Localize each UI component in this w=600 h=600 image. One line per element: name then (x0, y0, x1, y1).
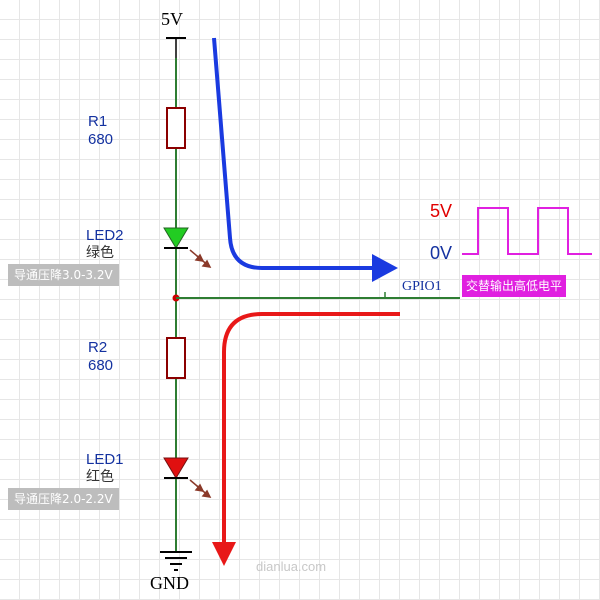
led2-color-name: 绿色 (86, 245, 114, 261)
r1-value: 680 (88, 131, 114, 148)
gnd-label: GND (150, 573, 189, 593)
r1-ref: R1 (88, 113, 108, 130)
r2-ref: R2 (88, 339, 108, 356)
led1-ref: LED1 (86, 451, 124, 468)
r2-resistor (166, 337, 186, 379)
red-current-arrow (212, 312, 400, 566)
square-waveform (462, 207, 592, 255)
led2-ref: LED2 (86, 227, 124, 244)
waveform-low-label: 0V (430, 243, 453, 263)
ground-symbol (160, 551, 192, 571)
led1-voltage-badge: 导通压降2.0-2.2V (8, 488, 119, 510)
led1-color-name: 红色 (86, 469, 114, 485)
led1-diode (163, 457, 212, 498)
gpio-label: GPIO1 (402, 279, 442, 294)
led1-emission-arrows (189, 479, 212, 498)
vcc-symbol (166, 37, 186, 58)
blue-current-arrow (212, 37, 398, 282)
r1-resistor (166, 107, 186, 149)
led2-emission-arrows (189, 249, 212, 268)
led2-voltage-badge: 导通压降3.0-3.2V (8, 264, 119, 286)
watermark: dianlua.com (256, 559, 327, 574)
led2-diode (163, 227, 212, 268)
gpio-note-badge: 交替输出高低电平 (462, 275, 567, 297)
waveform-high-label: 5V (430, 201, 453, 221)
r2-value: 680 (88, 357, 114, 374)
vcc-label: 5V (161, 9, 183, 29)
